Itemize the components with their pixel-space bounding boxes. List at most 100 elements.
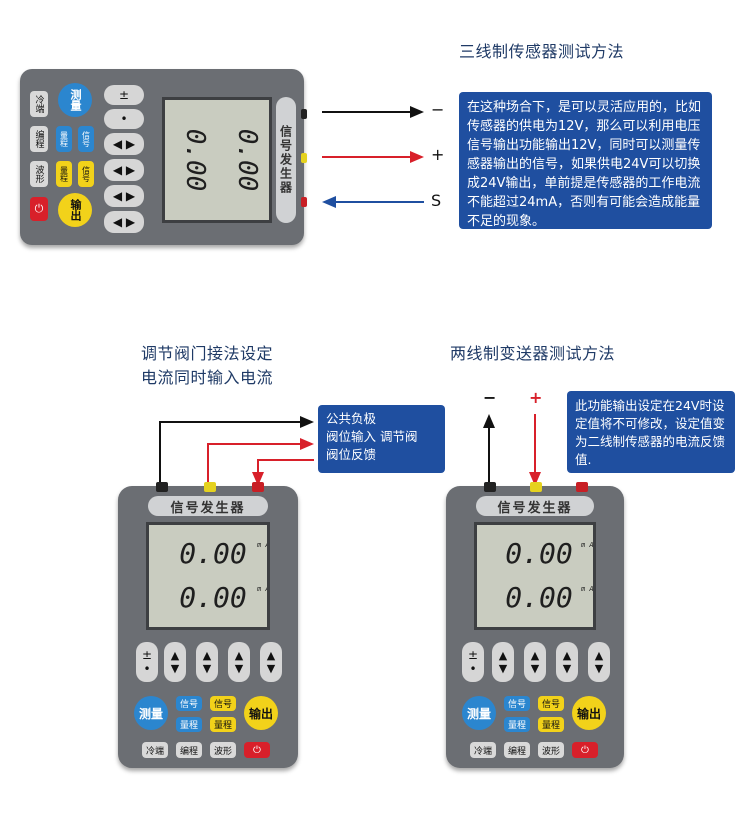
left-note-line2: 阀位输入 调节阀 — [326, 429, 418, 444]
wire-common — [159, 421, 302, 486]
left-brand-label: 信号发生器 — [148, 496, 268, 516]
arrow-pair-4[interactable]: ▲▼ — [260, 642, 282, 682]
program-button[interactable]: 编程 — [176, 742, 202, 758]
top-lcd-digits: 0.00 0.00 — [180, 129, 262, 192]
chevron-down-icon: ▼ — [594, 662, 604, 675]
right-device: 信号发生器 0.00 m A 0.00 m A ±• ▲▼ ▲▼ ▲▼ ▲▼ 测… — [446, 482, 624, 768]
program-button[interactable]: 编程 — [30, 126, 48, 152]
top-lcd: 0.00 0.00 — [162, 97, 272, 223]
signal-button-blue[interactable]: 信号 — [176, 696, 202, 711]
arrow-right-icon — [300, 416, 314, 428]
chevron-right-icon: ▶ — [125, 189, 136, 203]
chevron-down-icon: ▼ — [562, 662, 572, 675]
plusminus-button[interactable]: ±• — [462, 642, 484, 682]
arrow-right-icon — [410, 151, 424, 163]
right-reading-bottom: 0.00 — [505, 581, 572, 614]
left-title-line2: 电流同时输入电流 — [141, 368, 274, 387]
signal-button-yellow[interactable]: 信号 — [78, 161, 94, 187]
chevron-right-icon: ▶ — [125, 215, 136, 229]
range-button-yellow[interactable]: 量程 — [538, 717, 564, 732]
top-reading-2: 0.00 — [232, 129, 262, 192]
left-reading-top: 0.00 — [179, 537, 246, 570]
arrow-pair-2[interactable]: ▲▼ — [524, 642, 546, 682]
dot-label: • — [143, 662, 151, 676]
measure-button[interactable]: 测量 — [134, 696, 168, 730]
jack-black — [484, 482, 496, 492]
arrow-pair-1[interactable]: ▲▼ — [164, 642, 186, 682]
arrow-pair-1[interactable]: ▲▼ — [492, 642, 514, 682]
wire-valve-feedback — [257, 459, 314, 474]
range-button-blue[interactable]: 量程 — [504, 717, 530, 732]
chevron-down-icon: ▼ — [498, 662, 508, 675]
range-button-blue[interactable]: 量程 — [176, 717, 202, 732]
wave-button[interactable]: 波形 — [210, 742, 236, 758]
top-sign-positive: + — [431, 145, 445, 164]
top-wires — [322, 106, 424, 208]
plusminus-label: ± — [467, 648, 479, 662]
arrow-pair-3[interactable]: ▲▼ — [556, 642, 578, 682]
power-button[interactable]: ⏻ — [244, 742, 270, 758]
output-button[interactable]: 输出 — [244, 696, 278, 730]
top-reading-1: 0.00 — [180, 129, 210, 192]
wave-button[interactable]: 波形 — [538, 742, 564, 758]
chevron-up-icon: ▲ — [498, 649, 508, 662]
right-lcd: 0.00 m A 0.00 m A — [474, 522, 596, 630]
chevron-right-icon: ▶ — [125, 137, 136, 151]
chevron-down-icon: ▼ — [266, 662, 276, 675]
signal-button-yellow[interactable]: 信号 — [538, 696, 564, 711]
chevron-down-icon: ▼ — [170, 662, 180, 675]
right-sign-positive: + — [529, 388, 543, 407]
arrow-pair-4[interactable]: ◀ ▶ — [104, 211, 144, 233]
arrow-pair-3[interactable]: ▲▼ — [228, 642, 250, 682]
program-button[interactable]: 编程 — [504, 742, 530, 758]
signal-button-yellow[interactable]: 信号 — [210, 696, 236, 711]
plusminus-button[interactable]: ± — [104, 85, 144, 105]
chevron-up-icon: ▲ — [594, 649, 604, 662]
arrow-pair-1[interactable]: ◀ ▶ — [104, 133, 144, 155]
chevron-left-icon: ◀ — [112, 215, 123, 229]
right-unit-bottom: m A — [580, 585, 593, 593]
power-button[interactable]: ⏻ — [572, 742, 598, 758]
cold-button[interactable]: 冷端 — [142, 742, 168, 758]
chevron-right-icon: ▶ — [125, 163, 136, 177]
left-lcd-digits: 0.00 m A 0.00 m A — [179, 537, 267, 614]
right-sign-negative: − — [483, 388, 497, 407]
range-button-yellow[interactable]: 量程 — [210, 717, 236, 732]
arrow-right-icon — [410, 106, 424, 118]
signal-button-blue[interactable]: 信号 — [78, 126, 94, 152]
top-device: 冷端 编程 波形 ⏻ 测量 量程 信号 量程 信号 输出 ± • ◀ ▶ ◀ ▶… — [20, 69, 307, 245]
chevron-left-icon: ◀ — [112, 137, 123, 151]
arrow-pair-2[interactable]: ◀ ▶ — [104, 159, 144, 181]
arrow-pair-2[interactable]: ▲▼ — [196, 642, 218, 682]
arrow-pair-4[interactable]: ▲▼ — [588, 642, 610, 682]
arrow-down-icon — [529, 472, 541, 486]
chevron-down-icon: ▼ — [202, 662, 212, 675]
wire-valve-input — [207, 443, 302, 486]
output-button[interactable]: 输出 — [58, 193, 92, 227]
right-unit-top: m A — [580, 541, 593, 549]
chevron-down-icon: ▼ — [234, 662, 244, 675]
signal-button-blue[interactable]: 信号 — [504, 696, 530, 711]
cold-button[interactable]: 冷端 — [470, 742, 496, 758]
left-title-line1: 调节阀门接法设定 — [141, 344, 274, 363]
cold-button[interactable]: 冷端 — [30, 91, 48, 117]
dot-button[interactable]: • — [104, 109, 144, 129]
arrow-left-icon — [322, 196, 336, 208]
jack-red — [252, 482, 264, 492]
measure-button[interactable]: 测量 — [462, 696, 496, 730]
left-note: 公共负极 阀位输入 调节阀 阀位反馈 — [318, 405, 445, 473]
arrow-pair-3[interactable]: ◀ ▶ — [104, 185, 144, 207]
right-wires — [483, 414, 541, 488]
dot-label: • — [469, 662, 477, 676]
chevron-up-icon: ▲ — [234, 649, 244, 662]
chevron-down-icon: ▼ — [530, 662, 540, 675]
output-button[interactable]: 输出 — [572, 696, 606, 730]
plusminus-button[interactable]: ±• — [136, 642, 158, 682]
top-brand-label: 信号发生器 — [276, 97, 296, 223]
wave-button[interactable]: 波形 — [30, 161, 48, 187]
range-button-yellow[interactable]: 量程 — [56, 161, 72, 187]
range-button-blue[interactable]: 量程 — [56, 126, 72, 152]
measure-button[interactable]: 测量 — [58, 83, 92, 117]
chevron-up-icon: ▲ — [266, 649, 276, 662]
power-button[interactable]: ⏻ — [30, 197, 48, 221]
